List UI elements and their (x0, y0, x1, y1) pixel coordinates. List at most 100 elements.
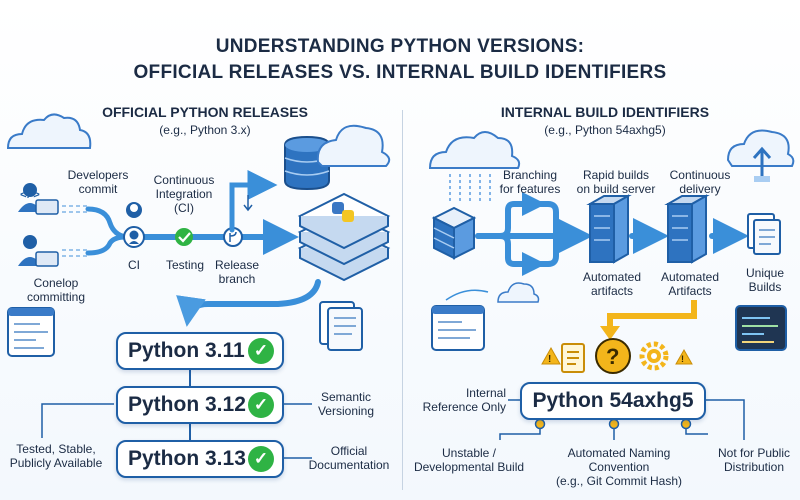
build-id-label: Python 54axhg5 (532, 389, 694, 412)
label-official-documentation: Official Documentation (306, 444, 392, 472)
connector-dot (534, 418, 692, 430)
label-not-for-public: Not for Public Distribution (708, 446, 800, 474)
svg-text:?: ? (606, 344, 619, 369)
server-icon (664, 194, 710, 264)
version-box-3-13: Python 3.13 ✓ (116, 440, 284, 478)
label-unstable-line1: Unstable / (441, 446, 497, 460)
label-semantic-line1: Semantic (320, 390, 372, 404)
github-icon (123, 226, 145, 248)
label-artifacts2-line2: Artifacts (668, 284, 712, 298)
label-naming-line3: (e.g., Git Commit Hash) (555, 474, 683, 488)
label-developers-line1: Developers (67, 168, 129, 182)
label-internal-line1: Internal (465, 386, 506, 400)
document-icon (747, 213, 781, 255)
cloud-icon (6, 113, 92, 149)
label-developers-commit: Developers commit (58, 168, 138, 196)
label-semantic-versioning: Semantic Versioning (306, 390, 386, 418)
label-official-line1: Official (330, 444, 368, 458)
label-ci: CI (128, 258, 140, 272)
checkmark-icon: ✓ (248, 392, 274, 418)
cloud-icon (428, 131, 521, 204)
label-artifacts1-line2: artifacts (590, 284, 633, 298)
yellow-arrow (600, 300, 697, 340)
label-branching-line1: Branching (502, 168, 558, 182)
cloud-upload-icon (726, 129, 795, 182)
label-ci-line1: Continuous (153, 173, 215, 187)
panel-divider (402, 110, 403, 490)
server-stack-icon (431, 206, 477, 260)
label-unstable-line2: Developmental Build (413, 460, 525, 474)
checkmark-icon (175, 228, 193, 246)
label-naming-line1: Automated Naming (567, 446, 671, 460)
label-branching: Branching for features (488, 168, 572, 196)
main-title-line1: UNDERSTANDING PYTHON VERSIONS: (215, 36, 585, 57)
svg-text:!: ! (681, 354, 684, 364)
left-panel-subheading: (e.g., Python 3.x) (159, 123, 251, 137)
right-panel-subheading: (e.g., Python 54axhg5) (544, 123, 666, 137)
code-window-icon (735, 305, 787, 351)
code-window-icon (431, 305, 485, 351)
label-ci-line2: Integration (155, 187, 213, 201)
label-automated-naming: Automated Naming Convention (e.g., Git C… (554, 446, 684, 488)
left-panel-heading: OFFICIAL PYTHON RELEASES (102, 104, 308, 120)
label-artifacts1-line1: Automated (582, 270, 642, 284)
warning-icon: ! (541, 346, 561, 365)
svg-text:</>: </> (20, 190, 40, 202)
cloud-icon (445, 282, 540, 303)
label-internal-line2: Reference Only (422, 400, 506, 414)
version-label: Python 3.13 (128, 447, 246, 470)
document-icon (319, 301, 363, 351)
label-rapid-line2: on build server (576, 182, 656, 196)
label-artifacts2-line1: Automated (660, 270, 720, 284)
python-server-stack-icon (297, 192, 391, 282)
label-conelop-line1: Conelop (33, 276, 79, 290)
build-id-box: Python 54axhg5 (520, 382, 706, 420)
label-unique-builds: Unique Builds (740, 266, 790, 294)
label-unstable-build: Unstable / Developmental Build (408, 446, 530, 474)
label-conelop-committing: Conelop committing (14, 276, 98, 304)
svg-text:!: ! (548, 354, 551, 365)
right-panel-heading: INTERNAL BUILD IDENTIFIERS (500, 104, 710, 120)
label-tested-line2: Publicly Available (9, 456, 103, 470)
label-rapid-line1: Rapid builds (582, 168, 650, 182)
label-release-line1: Release (214, 258, 260, 272)
developer-icon (18, 183, 59, 215)
label-unique-line2: Builds (748, 280, 782, 294)
label-release-line2: branch (218, 272, 256, 286)
github-icon (126, 202, 142, 218)
version-box-3-12: Python 3.12 ✓ (116, 386, 284, 424)
label-semantic-line2: Versioning (317, 404, 375, 418)
label-rapid-builds: Rapid builds on build server (568, 168, 664, 196)
checkmark-icon: ✓ (248, 338, 274, 364)
label-automated-artifacts-2: Automated Artifacts (652, 270, 728, 298)
label-conelop-line2: committing (26, 290, 85, 304)
version-label: Python 3.12 (128, 393, 246, 416)
checkmark-icon: ✓ (248, 446, 274, 472)
label-tested-stable: Tested, Stable, Publicly Available (0, 442, 112, 470)
label-continuous-delivery: Continuous delivery (662, 168, 738, 196)
document-icon (561, 343, 585, 373)
label-cd-line2: delivery (679, 182, 721, 196)
label-ci-line3: (CI) (174, 201, 194, 215)
gear-icon (639, 341, 669, 371)
label-internal-reference: Internal Reference Only (410, 386, 506, 414)
label-continuous-integration: Continuous Integration (CI) (144, 173, 224, 215)
server-icon (586, 194, 632, 264)
cloud-icon (316, 124, 391, 167)
warning-icon: ! (675, 348, 693, 365)
label-notpublic-line2: Distribution (723, 460, 785, 474)
version-label: Python 3.11 (128, 339, 245, 362)
branch-icon (243, 195, 253, 212)
code-window-icon (7, 307, 55, 357)
code-tag-icon: </> (20, 190, 40, 202)
label-naming-line2: Convention (588, 460, 650, 474)
label-tested-line1: Tested, Stable, (16, 442, 96, 456)
database-icon (284, 135, 330, 191)
label-notpublic-line1: Not for Public (717, 446, 791, 460)
label-release-branch: Release branch (210, 258, 264, 286)
label-cd-line1: Continuous (669, 168, 731, 182)
label-official-line2: Documentation (308, 458, 390, 472)
label-unique-line1: Unique (745, 266, 785, 280)
